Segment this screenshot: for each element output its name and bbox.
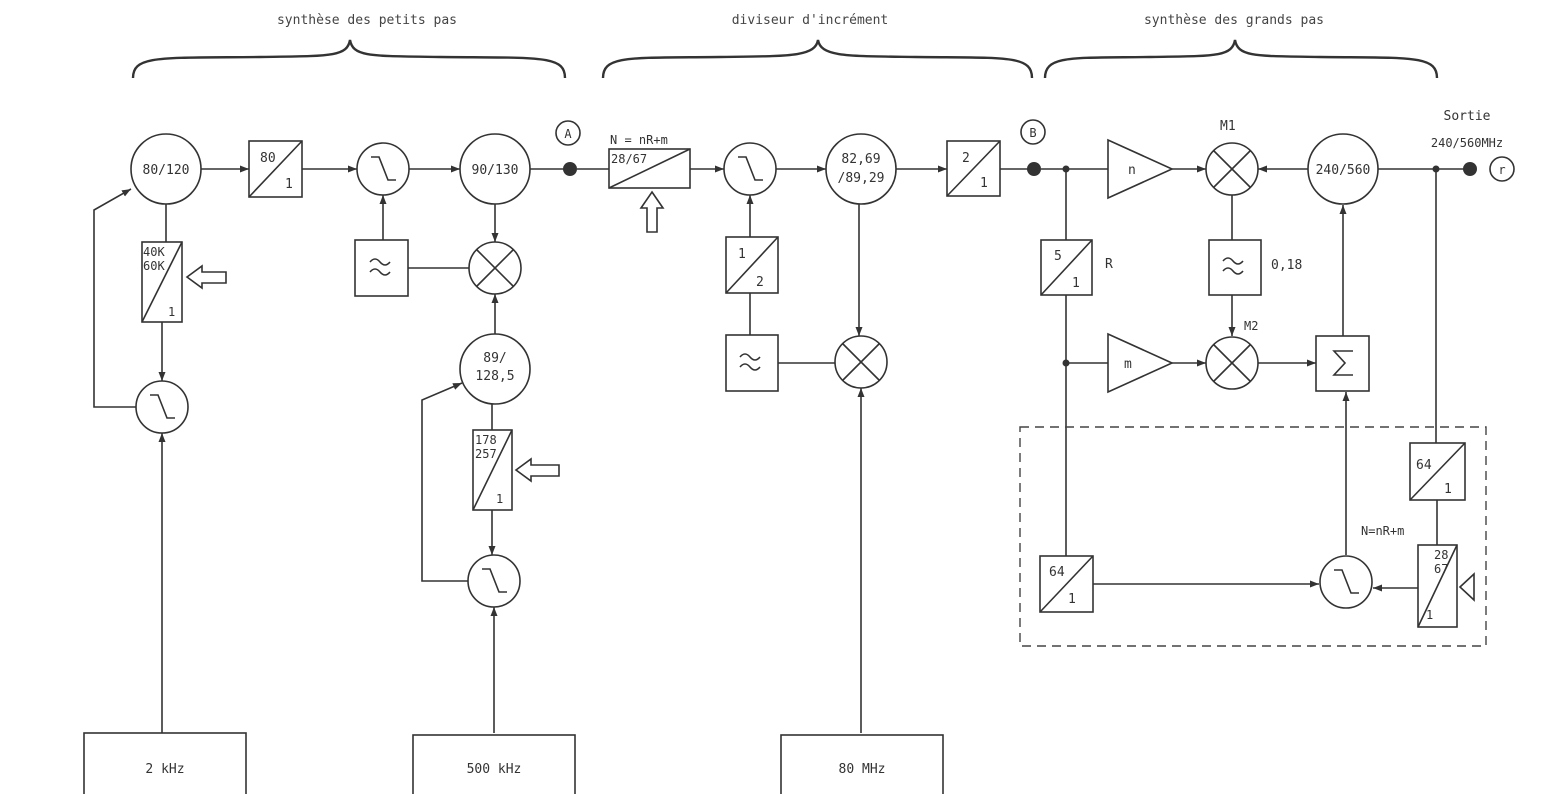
vco-240-560-label: 240/560 <box>1316 163 1371 178</box>
control-arrow-178 <box>514 457 560 483</box>
divider-64-b: 64 1 <box>1039 555 1094 613</box>
point-a: A <box>555 120 581 146</box>
divider-5-top: 5 <box>1054 249 1062 264</box>
junction-a <box>563 162 577 176</box>
amplifier-n: n <box>1107 138 1174 200</box>
divider-5-bottom: 1 <box>1072 276 1080 291</box>
lowpass-filter-2 <box>725 334 779 392</box>
control-arrow-28-b <box>1458 572 1475 602</box>
divider-1-2-bottom: 2 <box>756 275 764 290</box>
summing-block <box>1315 335 1370 392</box>
vco-240-560: 240/560 <box>1307 133 1379 205</box>
brace-large-steps <box>1043 39 1439 79</box>
amplifier-m: m <box>1107 332 1174 394</box>
vco-90-130: 90/130 <box>459 133 531 205</box>
phase-comparator-5 <box>1319 555 1373 609</box>
vco-89-line1: 89/ <box>483 351 506 366</box>
divider-64a-bottom: 1 <box>1444 482 1452 497</box>
divider-60k-label: 60K <box>143 259 165 273</box>
source-2khz: 2 kHz <box>83 732 247 794</box>
dashed-subsystem-box <box>1019 426 1487 647</box>
section-title-large-steps: synthèse des grands pas <box>1144 13 1324 28</box>
divider-2: 2 1 <box>946 140 1001 197</box>
mixer-m1 <box>1205 142 1259 196</box>
m2-label: M2 <box>1244 319 1258 333</box>
divider-28-67-b: 28 67 1 <box>1417 544 1458 628</box>
divider-40k-bottom: 1 <box>168 305 175 319</box>
divider-1-2: 1 2 <box>725 236 779 294</box>
junction-output <box>1463 162 1477 176</box>
amplifier-m-label: m <box>1124 357 1132 372</box>
vco-82-line1: 82,69 <box>841 152 880 167</box>
phase-comparator-1 <box>356 142 410 196</box>
n-formula-label: N = nR+m <box>610 133 668 147</box>
mixer-m2 <box>1205 336 1259 390</box>
divider-64b-top: 64 <box>1049 565 1065 580</box>
phase-comparator-2 <box>135 380 189 434</box>
junction-b <box>1027 162 1041 176</box>
divider-257-label: 257 <box>475 447 497 461</box>
section-title-small-steps: synthèse des petits pas <box>277 13 457 28</box>
divider-178-label: 178 <box>475 433 497 447</box>
mixer-1 <box>468 241 522 295</box>
divider-40k-60k: 40K 60K 1 <box>141 241 183 323</box>
divider-178-bottom: 1 <box>496 492 503 506</box>
source-80mhz-label: 80 MHz <box>839 762 886 777</box>
phase-comparator-4 <box>723 142 777 196</box>
divider-80-bottom: 1 <box>285 177 293 192</box>
vco-89-128: 89/ 128,5 <box>459 333 531 405</box>
point-a-label: A <box>564 127 572 141</box>
amplifier-n-label: n <box>1128 163 1136 178</box>
source-500khz: 500 kHz <box>412 734 576 794</box>
divider-5: 5 1 <box>1040 239 1093 296</box>
divider-28-67: 28/67 <box>608 148 691 189</box>
divider-64b-bottom: 1 <box>1068 592 1076 607</box>
mixer-2 <box>834 335 888 389</box>
source-2khz-label: 2 kHz <box>145 762 184 777</box>
source-500khz-label: 500 kHz <box>467 762 522 777</box>
control-arrow-28-67 <box>639 190 665 233</box>
divider-2-bottom: 1 <box>980 176 988 191</box>
source-80mhz: 80 MHz <box>780 734 944 794</box>
divider-28-bottom: 1 <box>1426 608 1433 622</box>
divider-178-257: 178 257 1 <box>472 429 513 511</box>
point-r: r <box>1489 156 1515 182</box>
vco-82-89: 82,69 /89,29 <box>825 133 897 205</box>
section-title-increment-divider: diviseur d'incrément <box>732 13 889 28</box>
brace-small-steps <box>131 39 567 79</box>
n-formula-2-label: N=nR+m <box>1361 524 1404 538</box>
output-label: Sortie <box>1444 109 1491 124</box>
point-b-label: B <box>1029 126 1036 140</box>
point-b: B <box>1020 119 1046 145</box>
output-frequency: 240/560MHz <box>1431 136 1503 150</box>
divider-1-2-top: 1 <box>738 247 746 262</box>
brace-increment-divider <box>601 39 1034 79</box>
vco-80-120: 80/120 <box>130 133 202 205</box>
m1-label: M1 <box>1220 119 1236 134</box>
filter-value-label: 0,18 <box>1271 258 1302 273</box>
vco-80-120-label: 80/120 <box>143 163 190 178</box>
vco-90-130-label: 90/130 <box>472 163 519 178</box>
divider-40k-label: 40K <box>143 245 165 259</box>
divider-28-67-label: 28/67 <box>611 152 647 166</box>
divider-64a-top: 64 <box>1416 458 1432 473</box>
divider-80: 80 1 <box>248 140 303 198</box>
vco-82-line2: /89,29 <box>838 171 885 186</box>
lowpass-filter-3 <box>1208 239 1262 296</box>
divider-64-a: 64 1 <box>1409 442 1466 501</box>
vco-89-line2: 128,5 <box>475 369 514 384</box>
r-label: R <box>1105 257 1113 272</box>
divider-2-top: 2 <box>962 151 970 166</box>
point-r-label: r <box>1498 163 1505 177</box>
divider-28-label: 28 <box>1434 548 1448 562</box>
phase-comparator-3 <box>467 554 521 608</box>
lowpass-filter-1 <box>354 239 409 297</box>
divider-67-label: 67 <box>1434 562 1448 576</box>
divider-80-top: 80 <box>260 151 276 166</box>
control-arrow-40k <box>185 264 227 290</box>
